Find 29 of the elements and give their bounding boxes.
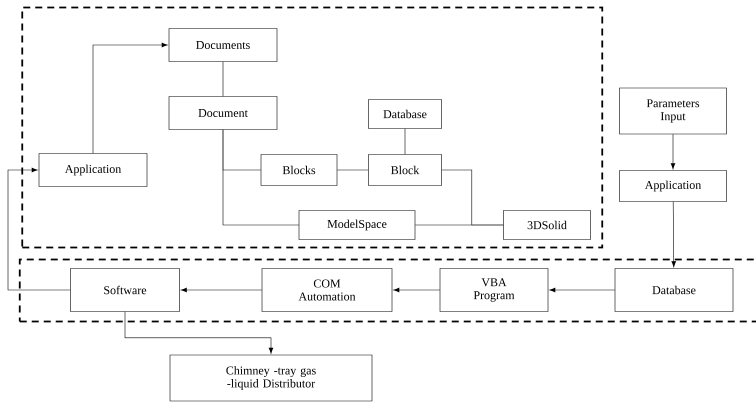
process-box: Application <box>619 170 727 202</box>
dashed-boundary <box>18 258 756 322</box>
arrow <box>180 288 262 292</box>
arrow <box>8 168 70 290</box>
arrow <box>393 288 440 292</box>
process-box: Block <box>368 154 442 186</box>
arrow <box>670 134 676 170</box>
connector-line <box>222 62 224 96</box>
arrow <box>92 42 168 154</box>
process-box: Parameters Input <box>619 88 727 134</box>
process-box: Documents <box>168 28 278 62</box>
process-box: COM Automation <box>262 268 392 312</box>
dashed-boundary <box>21 6 604 248</box>
process-box: Blocks <box>260 154 338 186</box>
process-box: Document <box>168 96 278 130</box>
connector-line <box>404 128 406 154</box>
process-box: ModelSpace <box>298 210 416 240</box>
process-box: Software <box>70 268 180 312</box>
process-box: 3DSolid <box>503 210 591 240</box>
process-box: Chimney -tray gas -liquid Distributor <box>170 354 372 402</box>
arrow <box>124 312 274 354</box>
process-box: Database <box>368 99 442 129</box>
arrow <box>671 202 676 268</box>
process-box: Database <box>614 268 734 312</box>
process-box: Application <box>38 153 148 187</box>
process-box: VBA Program <box>440 268 548 312</box>
connector-line <box>415 224 504 226</box>
connector-line <box>222 130 299 226</box>
arrow <box>549 288 615 292</box>
